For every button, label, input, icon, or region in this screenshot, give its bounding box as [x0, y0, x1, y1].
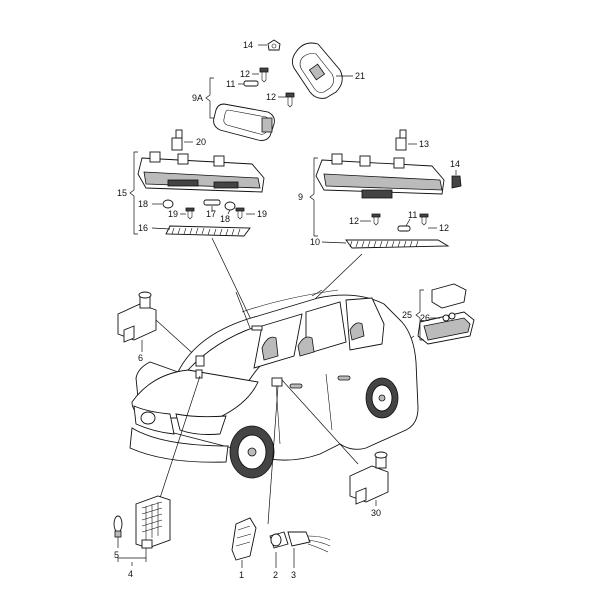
part-11-bulb-right — [397, 218, 411, 232]
brace-9A — [205, 77, 214, 119]
callout-6: 6 — [138, 353, 143, 363]
callout-12-right-a: 12 — [349, 216, 359, 226]
part-20-connector — [171, 129, 193, 151]
part-19-screw-right — [235, 207, 255, 220]
part-6-switch — [117, 291, 157, 352]
callout-10: 10 — [310, 237, 320, 247]
callout-14-top: 14 — [243, 40, 253, 50]
callout-11-top: 11 — [226, 79, 235, 89]
callout-15: 15 — [117, 188, 127, 198]
callout-19-left: 19 — [168, 209, 178, 219]
callout-12-right-b: 12 — [439, 223, 449, 233]
part-5-bulb — [113, 515, 123, 548]
callout-4: 4 — [128, 569, 133, 579]
part-3-wiring — [287, 531, 331, 568]
callout-2: 2 — [273, 570, 278, 580]
part-12-screw-right-b — [419, 213, 437, 229]
callout-25: 25 — [402, 310, 412, 320]
brace-25 — [415, 289, 424, 341]
part-12-screw-top — [252, 67, 269, 83]
callout-14-right: 14 — [450, 159, 460, 169]
callout-9A: 9A — [192, 93, 203, 103]
part-2-bulb-holder — [269, 531, 289, 568]
part-12-screw-mid — [278, 92, 295, 108]
callout-18-right: 18 — [220, 214, 230, 224]
bracket-4 — [117, 548, 147, 566]
callout-3: 3 — [291, 570, 296, 580]
part-16-lens — [151, 225, 251, 237]
part-14-clip-right — [451, 170, 462, 189]
brace-9 — [309, 157, 318, 237]
part-9A-reading-lamp — [213, 103, 275, 141]
part-21-lamp-housing — [291, 42, 353, 99]
callout-19-right: 19 — [257, 209, 267, 219]
callout-1: 1 — [239, 570, 244, 580]
callout-21: 21 — [355, 71, 365, 81]
callout-26: 26 — [420, 313, 430, 323]
part-4-glovebox-light — [135, 495, 171, 549]
brace-15 — [129, 151, 138, 235]
part-13-connector — [395, 129, 417, 151]
callout-30: 30 — [371, 508, 381, 518]
callout-11-right: 11 — [408, 210, 417, 220]
callout-12-top: 12 — [240, 69, 250, 79]
callout-5: 5 — [114, 550, 119, 560]
part-9-interior-light — [315, 153, 445, 199]
callout-20: 20 — [196, 137, 206, 147]
part-25-lamp-unit — [417, 283, 475, 345]
part-19-screw-left — [180, 207, 195, 220]
part-14-clip — [258, 39, 281, 51]
part-11-bulb-top — [238, 80, 259, 87]
part-17-festoon-bulb — [203, 199, 221, 212]
part-1-lens — [231, 517, 257, 568]
part-18-bulb-right — [224, 201, 236, 215]
part-30-switch — [349, 451, 389, 506]
callout-16: 16 — [138, 223, 148, 233]
part-18-bulb-left — [152, 199, 174, 209]
callout-18-left: 18 — [138, 199, 148, 209]
part-10-lens — [321, 239, 450, 249]
car-body — [129, 289, 419, 479]
part-12-screw-right-a — [360, 213, 381, 226]
callout-12-mid: 12 — [266, 92, 276, 102]
callout-13: 13 — [419, 139, 429, 149]
part-15-front-interior-light — [137, 151, 265, 193]
callout-9: 9 — [298, 192, 303, 202]
callout-17: 17 — [206, 209, 216, 219]
